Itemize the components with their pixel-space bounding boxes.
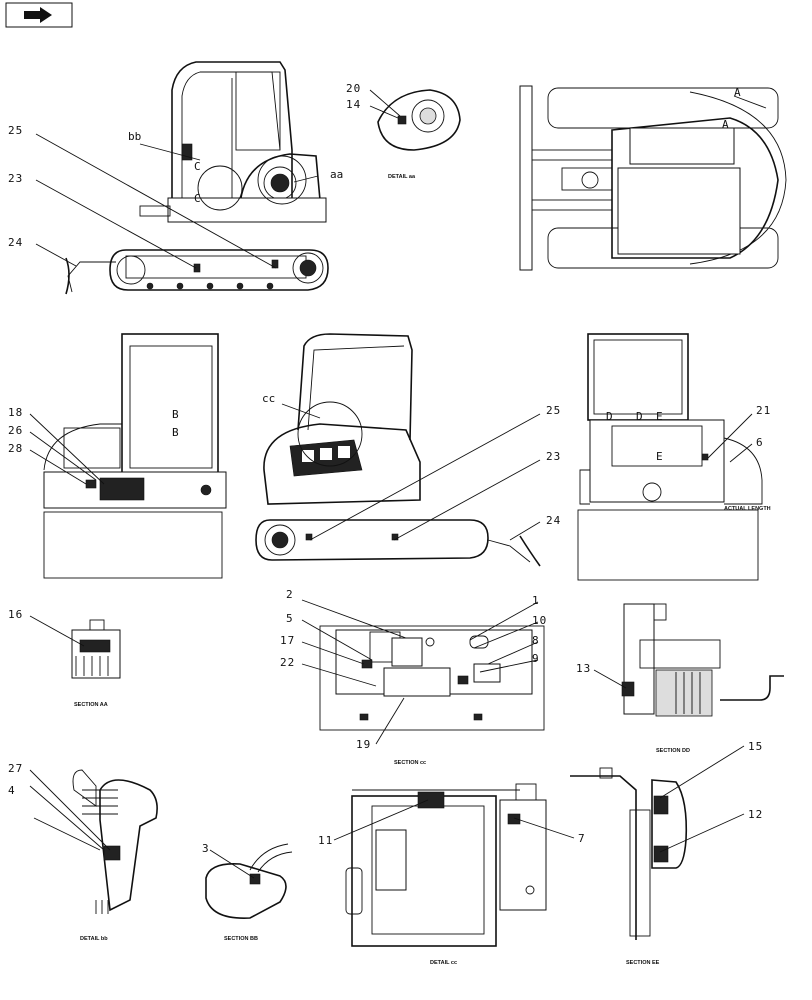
callout-4: 4 (8, 784, 16, 797)
callout-24-mid: 24 (546, 514, 561, 527)
arrow-right-icon (24, 7, 52, 23)
callout-5: 5 (286, 612, 294, 625)
caption-detail-cc: DETAIL cc (430, 960, 457, 966)
section-bb-drawing (205, 843, 293, 919)
callout-15: 15 (748, 740, 763, 753)
section-cc-drawing (319, 625, 545, 731)
callout-18: 18 (8, 406, 23, 419)
marker-a-lower: A (722, 118, 729, 131)
callout-10: 10 (532, 614, 547, 627)
callout-27: 27 (8, 762, 23, 775)
callout-2: 2 (286, 588, 294, 601)
marker-bb: bb (128, 130, 141, 143)
captions: DETAIL aa SECTION AA SECTION cc SECTION … (74, 174, 771, 966)
caption-detail-aa: DETAIL aa (388, 174, 416, 180)
section-ee-drawing (570, 767, 688, 940)
marker-b-lower: B (172, 426, 179, 439)
callout-25-top: 25 (8, 124, 23, 137)
excavator-top-view (519, 85, 787, 271)
caption-section-cc: SECTION cc (394, 760, 426, 766)
marker-d-right: D (636, 410, 643, 423)
caption-actual-length: ACTUAL LENGTH (724, 506, 771, 512)
detail-cc-drawing (345, 783, 547, 947)
detail-aa-drawing (377, 89, 461, 151)
marker-aa: aa (330, 168, 343, 181)
excavator-rear-view (43, 333, 227, 579)
callout-24-top: 24 (8, 236, 23, 249)
callout-1: 1 (532, 594, 540, 607)
callout-21: 21 (756, 404, 771, 417)
callout-13: 13 (576, 662, 591, 675)
section-aa-drawing (71, 619, 121, 679)
callout-11: 11 (318, 834, 333, 847)
callout-22: 22 (280, 656, 295, 669)
marker-e-upper: E (656, 410, 663, 423)
caption-section-ee: SECTION EE (626, 960, 660, 966)
callout-numbers: 25 23 24 20 14 18 26 28 25 23 24 21 6 16… (8, 82, 771, 855)
callout-23-top: 23 (8, 172, 23, 185)
marker-e-lower: E (656, 450, 663, 463)
callout-6: 6 (756, 436, 764, 449)
callout-3: 3 (202, 842, 210, 855)
caption-detail-bb: DETAIL bb (80, 936, 108, 942)
callout-12: 12 (748, 808, 763, 821)
callout-14: 14 (346, 98, 361, 111)
marker-c-upper: C (194, 160, 201, 173)
caption-section-aa: SECTION AA (74, 702, 108, 708)
detail-bb-drawing (33, 769, 158, 914)
marker-c-lower: C (194, 192, 201, 205)
callout-19: 19 (356, 738, 371, 751)
callout-25-mid: 25 (546, 404, 561, 417)
caption-section-bb: SECTION BB (224, 936, 258, 942)
view-markers: bb aa cc C C A A B B D D E E (128, 86, 741, 463)
callout-9: 9 (532, 652, 540, 665)
callout-17: 17 (280, 634, 295, 647)
excavator-side-view (65, 61, 329, 295)
marker-cc: cc (262, 392, 275, 405)
excavator-iso-view (255, 333, 541, 567)
section-dd-drawing (621, 603, 784, 717)
callout-23-mid: 23 (546, 450, 561, 463)
caption-section-dd: SECTION DD (656, 748, 690, 754)
marker-d-left: D (606, 410, 613, 423)
callout-26: 26 (8, 424, 23, 437)
marker-b-upper: B (172, 408, 179, 421)
nav-button[interactable] (5, 2, 73, 28)
callout-20: 20 (346, 82, 361, 95)
leader-lines (29, 89, 767, 879)
callout-28: 28 (8, 442, 23, 455)
callout-7: 7 (578, 832, 586, 845)
callout-8: 8 (532, 634, 540, 647)
marker-a-upper: A (734, 86, 741, 99)
callout-16: 16 (8, 608, 23, 621)
excavator-front-view (577, 333, 763, 581)
